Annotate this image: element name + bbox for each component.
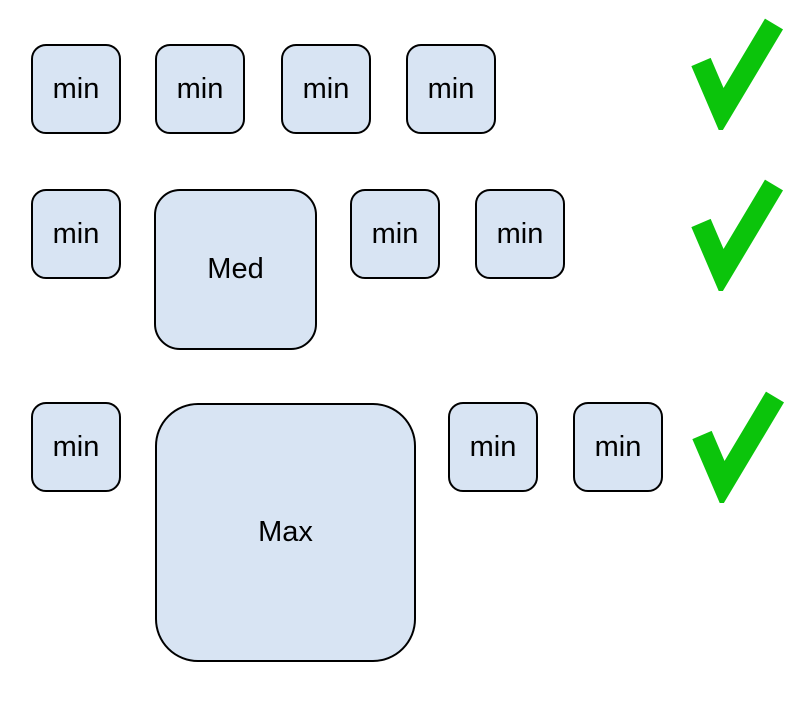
size-box-min: min (448, 402, 538, 492)
size-box-min: min (573, 402, 663, 492)
size-box-min: min (31, 44, 121, 134)
size-box-min: min (350, 189, 440, 279)
size-box-max: Max (155, 403, 416, 662)
box-label: min (52, 430, 100, 463)
box-label: Max (258, 516, 313, 548)
size-box-min: min (31, 402, 121, 492)
box-label: min (594, 430, 642, 463)
checkmark-icon (691, 388, 786, 503)
size-box-min: min (155, 44, 245, 134)
checkmark-icon (690, 15, 785, 130)
box-label: min (371, 217, 419, 250)
size-box-min: min (281, 44, 371, 134)
box-label: min (52, 217, 100, 250)
size-box-med: Med (154, 189, 317, 350)
box-label: min (469, 430, 517, 463)
size-box-min: min (31, 189, 121, 279)
size-box-min: min (475, 189, 565, 279)
box-label: min (52, 72, 100, 105)
box-label: min (427, 72, 475, 105)
box-label: min (496, 217, 544, 250)
size-box-min: min (406, 44, 496, 134)
box-label: min (176, 72, 224, 105)
box-label: Med (207, 253, 264, 285)
checkmark-icon (690, 176, 785, 291)
box-label: min (302, 72, 350, 105)
